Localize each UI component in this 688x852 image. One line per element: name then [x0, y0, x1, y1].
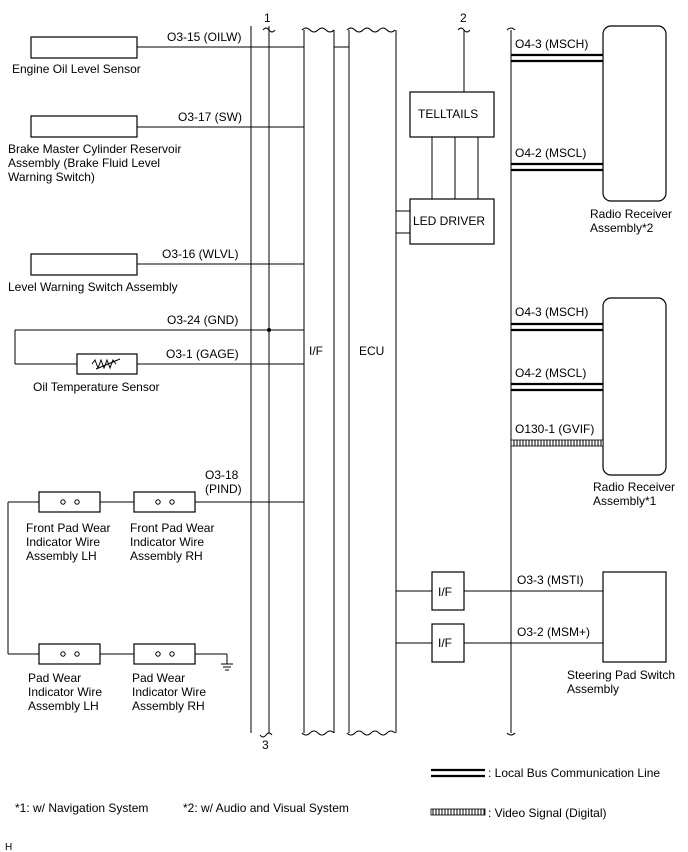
note-audio-visual: *2: w/ Audio and Visual System — [183, 801, 349, 815]
pad-rh-label-2: Indicator Wire — [132, 685, 206, 699]
note-navigation: *1: w/ Navigation System — [15, 801, 148, 815]
brake-master-label-1: Brake Master Cylinder Reservoir — [8, 142, 181, 156]
pad-rh-label-3: Assembly RH — [132, 699, 205, 713]
telltails-box — [409, 91, 495, 138]
local-bus-mscl-mid — [511, 382, 603, 392]
pin-sw: O3-17 (SW) — [178, 110, 242, 124]
front-pad-rh-label-3: Assembly RH — [130, 549, 203, 563]
pin-wlvl: O3-16 (WLVL) — [162, 247, 238, 261]
front-pad-rh-box — [133, 491, 196, 513]
pad-lh-label-1: Pad Wear — [28, 671, 81, 685]
level-warning-switch-label: Level Warning Switch Assembly — [8, 280, 178, 294]
legend-video-signal-symbol — [430, 808, 486, 816]
local-bus-msch-top — [511, 53, 603, 63]
radio-receiver-2-box — [602, 25, 667, 202]
legend-local-bus-label: : Local Bus Communication Line — [488, 766, 660, 780]
bus-line-1 — [250, 26, 270, 733]
break-mark-top-left — [301, 27, 516, 33]
front-pad-rh-label-2: Indicator Wire — [130, 535, 204, 549]
break-mark-bottom — [301, 730, 516, 736]
ground-symbol — [221, 654, 233, 671]
corner-mark: H — [5, 842, 12, 852]
pin-msch-top: O4-3 (MSCH) — [515, 37, 588, 51]
if-main-block — [303, 30, 335, 733]
marker-1: 1 — [264, 11, 271, 25]
engine-oil-level-sensor-label: Engine Oil Level Sensor — [12, 62, 141, 76]
local-bus-mscl-top — [511, 162, 603, 172]
video-signal-gvif — [510, 439, 604, 447]
radio-receiver-1-label-2: Assembly*1 — [593, 494, 657, 508]
marker-3: 3 — [262, 738, 269, 752]
pin-pind-1: O3-18 — [205, 468, 239, 482]
pad-lh-box — [38, 643, 101, 665]
radio-receiver-2-label-1: Radio Receiver — [590, 207, 672, 221]
pad-rh-label-1: Pad Wear — [132, 671, 185, 685]
pin-msti: O3-3 (MSTI) — [517, 573, 584, 587]
pad-lh-label-3: Assembly LH — [28, 699, 99, 713]
if-msti-label: I/F — [438, 585, 452, 599]
pin-mscl-top: O4-2 (MSCL) — [515, 146, 586, 160]
front-pad-lh-label-3: Assembly LH — [26, 549, 97, 563]
pin-msm: O3-2 (MSM+) — [517, 625, 590, 639]
steering-pad-switch-label-1: Steering Pad Switch — [567, 668, 675, 682]
steering-pad-switch-box — [602, 571, 667, 663]
if-msm-label: I/F — [438, 636, 452, 650]
brake-master-label-3: Warning Switch) — [8, 170, 95, 184]
pin-gvif: O130-1 (GVIF) — [515, 422, 594, 436]
pad-rh-box — [133, 643, 196, 665]
thermistor-arrow — [95, 358, 121, 370]
radio-receiver-1-label-1: Radio Receiver — [593, 480, 675, 494]
brake-master-label-2: Assembly (Brake Fluid Level — [8, 156, 160, 170]
pin-oilw: O3-15 (OILW) — [167, 30, 241, 44]
pin-gnd: O3-24 (GND) — [167, 313, 238, 327]
pad-lh-label-2: Indicator Wire — [28, 685, 102, 699]
gnd-junction — [267, 328, 271, 332]
marker-1-tick — [262, 27, 276, 33]
pin-pind-2: (PIND) — [205, 482, 242, 496]
ecu-block — [348, 30, 397, 733]
local-bus-msch-mid — [511, 322, 603, 332]
telltails-label: TELLTAILS — [418, 107, 478, 121]
pin-mscl-mid: O4-2 (MSCL) — [515, 366, 586, 380]
front-pad-rh-label-1: Front Pad Wear — [130, 521, 214, 535]
led-driver-box — [409, 198, 495, 245]
front-pad-lh-label-1: Front Pad Wear — [26, 521, 110, 535]
steering-pad-switch-label-2: Assembly — [567, 682, 619, 696]
level-warning-switch-box — [30, 253, 138, 276]
brake-master-cylinder-box — [30, 115, 138, 138]
radio-receiver-2-label-2: Assembly*2 — [590, 221, 654, 235]
front-pad-lh-box — [38, 491, 101, 513]
marker-2: 2 — [460, 11, 467, 25]
legend-local-bus-symbol — [431, 768, 485, 778]
pin-msch-mid: O4-3 (MSCH) — [515, 305, 588, 319]
pin-gage: O3-1 (GAGE) — [166, 347, 239, 361]
engine-oil-level-sensor-box — [30, 36, 138, 59]
marker-3-tick — [259, 732, 273, 738]
oil-temperature-sensor-label: Oil Temperature Sensor — [33, 380, 160, 394]
legend-video-signal-label: : Video Signal (Digital) — [488, 806, 607, 820]
led-driver-label: LED DRIVER — [413, 214, 485, 228]
front-pad-lh-label-2: Indicator Wire — [26, 535, 100, 549]
ecu-label: ECU — [359, 344, 384, 358]
if-main-label: I/F — [309, 344, 323, 358]
radio-receiver-1-box — [602, 297, 667, 476]
telltails-led-connections — [431, 137, 479, 199]
